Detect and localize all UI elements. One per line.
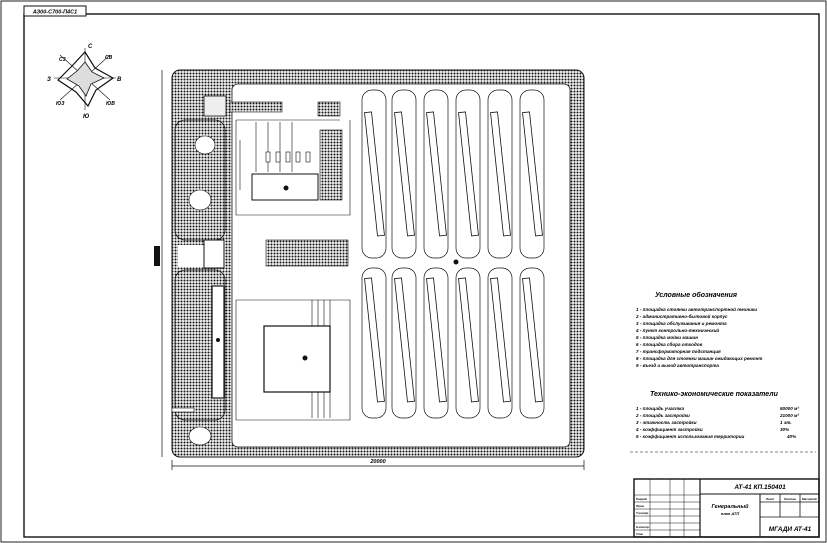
- repair-building-marker: [302, 355, 308, 361]
- tech-indicator-value: 21000 м²: [779, 413, 799, 418]
- tech-indicator-value: 30%: [780, 427, 789, 432]
- title-block-role: Н.контр.: [636, 525, 650, 529]
- compass-nw-label: СЗ: [59, 57, 66, 63]
- compass-ne-label: СВ: [105, 55, 113, 61]
- lawn-top-2: [317, 101, 341, 117]
- admin-building-marker: [283, 185, 289, 191]
- sheet-inner-frame: [23, 13, 820, 538]
- title-block-title-line1: Генеральный: [711, 503, 749, 510]
- tech-indicator-value: 1 эт.: [780, 420, 792, 425]
- legend-item: 4 - пункт контрольно-технический: [635, 327, 719, 333]
- gate-block-mid: [203, 239, 225, 269]
- title-block-scale-label: Масштаб: [802, 497, 817, 501]
- green-patch-3: [188, 426, 212, 446]
- title-block-org: МГАДИ АТ-41: [769, 526, 812, 533]
- tech-indicator-label: 1 - площадь участка: [636, 406, 685, 411]
- legend-title: Условные обозначения: [655, 291, 737, 299]
- legend-item: 8 - площадка для стоянки машин ожидающих…: [636, 356, 762, 361]
- compass-sw-label: ЮЗ: [56, 101, 65, 107]
- side-marker: [154, 246, 160, 266]
- tech-indicator-label: 2 - площадь застройки: [635, 412, 690, 418]
- green-patch-2: [188, 189, 212, 211]
- title-block-title-line2: план АТП: [721, 511, 740, 516]
- title-block-sheets-label: Листов: [783, 497, 796, 501]
- dimension-width-label: 20000: [369, 459, 385, 465]
- compass-rose: С Ю В З СВ СЗ ЮВ ЮЗ: [47, 44, 122, 120]
- parking-area: [361, 89, 545, 419]
- tech-indicators: Технико-экономические показатели 1 - пло…: [630, 391, 816, 453]
- legend-item: 7 - трансформаторная подстанция: [636, 348, 721, 354]
- compass-se-label: ЮВ: [106, 101, 115, 107]
- compass-east-label: В: [117, 77, 122, 83]
- legend-item: 5 - площадка мойки машин: [636, 334, 698, 340]
- green-patch-1: [194, 135, 216, 155]
- lawn-strip-1: [319, 129, 343, 201]
- compass-south-label: Ю: [83, 114, 89, 120]
- compass-north-label: С: [88, 44, 93, 50]
- legend-item: 9 - въезд и выезд автотранспорта: [636, 363, 719, 368]
- parking-spots: [364, 111, 543, 403]
- gate-block-top: [203, 95, 227, 117]
- title-block-role: Пров.: [636, 504, 645, 508]
- title-block-role: Т.контр.: [636, 511, 649, 515]
- legend-item: 2 - административно-бытовой корпус: [635, 313, 728, 319]
- tech-indicator-value: 40%: [786, 434, 796, 439]
- title-block-role: Разраб.: [636, 497, 648, 501]
- road-lines: [235, 119, 351, 421]
- repair-building: [263, 325, 331, 393]
- compass-west-label: З: [47, 77, 51, 83]
- legend-item: 3 - площадка обслуживания и ремонта: [636, 320, 727, 326]
- title-block: [633, 478, 820, 538]
- legend: Условные обозначения 1 - площадка стоянк…: [635, 291, 762, 368]
- title-block-role: Утв.: [636, 532, 644, 536]
- tech-indicators-title: Технико-экономические показатели: [650, 391, 779, 398]
- code-stamp-text: АЗ00-С700-П4С1: [32, 10, 77, 16]
- tech-indicator-label: 3 - этажность застройки: [636, 419, 697, 425]
- parking-marker: [453, 259, 459, 265]
- site-plan: 20000: [154, 69, 585, 470]
- title-block-sheet-label: Лист: [765, 497, 775, 501]
- legend-item: 6 - площадка сбора отходов: [636, 341, 703, 347]
- storage-building-marker: [216, 338, 220, 342]
- tech-indicator-value: 50000 м²: [780, 406, 799, 411]
- tech-indicator-label: 5 - коэффициент использования территории: [636, 433, 745, 439]
- code-stamp-box: [23, 5, 87, 17]
- tech-indicator-label: 4 - коэффициент застройки: [635, 426, 703, 432]
- lawn-mid: [265, 239, 349, 267]
- lawn-top-1: [229, 101, 283, 113]
- small-markers: [171, 151, 311, 413]
- legend-item: 1 - площадка стоянки автотранспортной те…: [636, 306, 757, 312]
- title-block-doc-code: АТ-41 КП.150401: [733, 484, 786, 491]
